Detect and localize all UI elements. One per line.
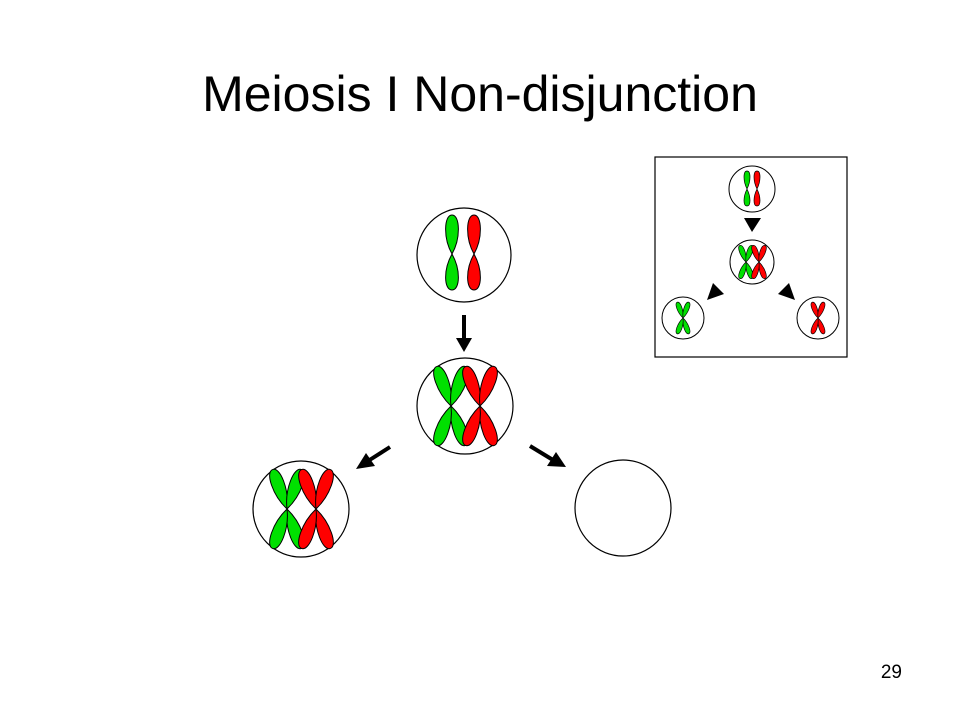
- daughter-cell-left: [252, 460, 350, 558]
- inset-arrow-down-right-icon: [778, 283, 795, 300]
- slide-number: 29: [880, 662, 902, 683]
- inset-replicated-cell: [729, 239, 775, 285]
- cell-membrane: [728, 165, 776, 213]
- paternal-chromosome: [753, 170, 761, 207]
- inset-arrow-down-icon: [744, 218, 761, 232]
- daughter-cell-right-empty: [574, 459, 672, 557]
- cell-membrane: [574, 459, 672, 557]
- parent-cell: [416, 207, 512, 303]
- slide-title: Meiosis I Non-disjunction: [202, 66, 758, 122]
- inset-daughter-cell-left: [661, 296, 705, 340]
- inset-arrow-down-left-icon: [707, 283, 724, 300]
- maternal-chromosome: [743, 170, 751, 207]
- arrow-down-icon: [456, 315, 472, 352]
- arrow-down-left-icon: [356, 445, 392, 469]
- main-diagram: [252, 207, 672, 558]
- replicated-cell: [416, 357, 514, 455]
- paternal-chromosome: [467, 214, 481, 291]
- inset-parent-cell: [728, 165, 776, 213]
- maternal-chromosome: [445, 214, 459, 291]
- inset-normal-meiosis: [654, 156, 848, 358]
- cell-membrane: [416, 207, 512, 303]
- inset-daughter-cell-right: [796, 296, 840, 340]
- arrow-down-right-icon: [528, 444, 566, 467]
